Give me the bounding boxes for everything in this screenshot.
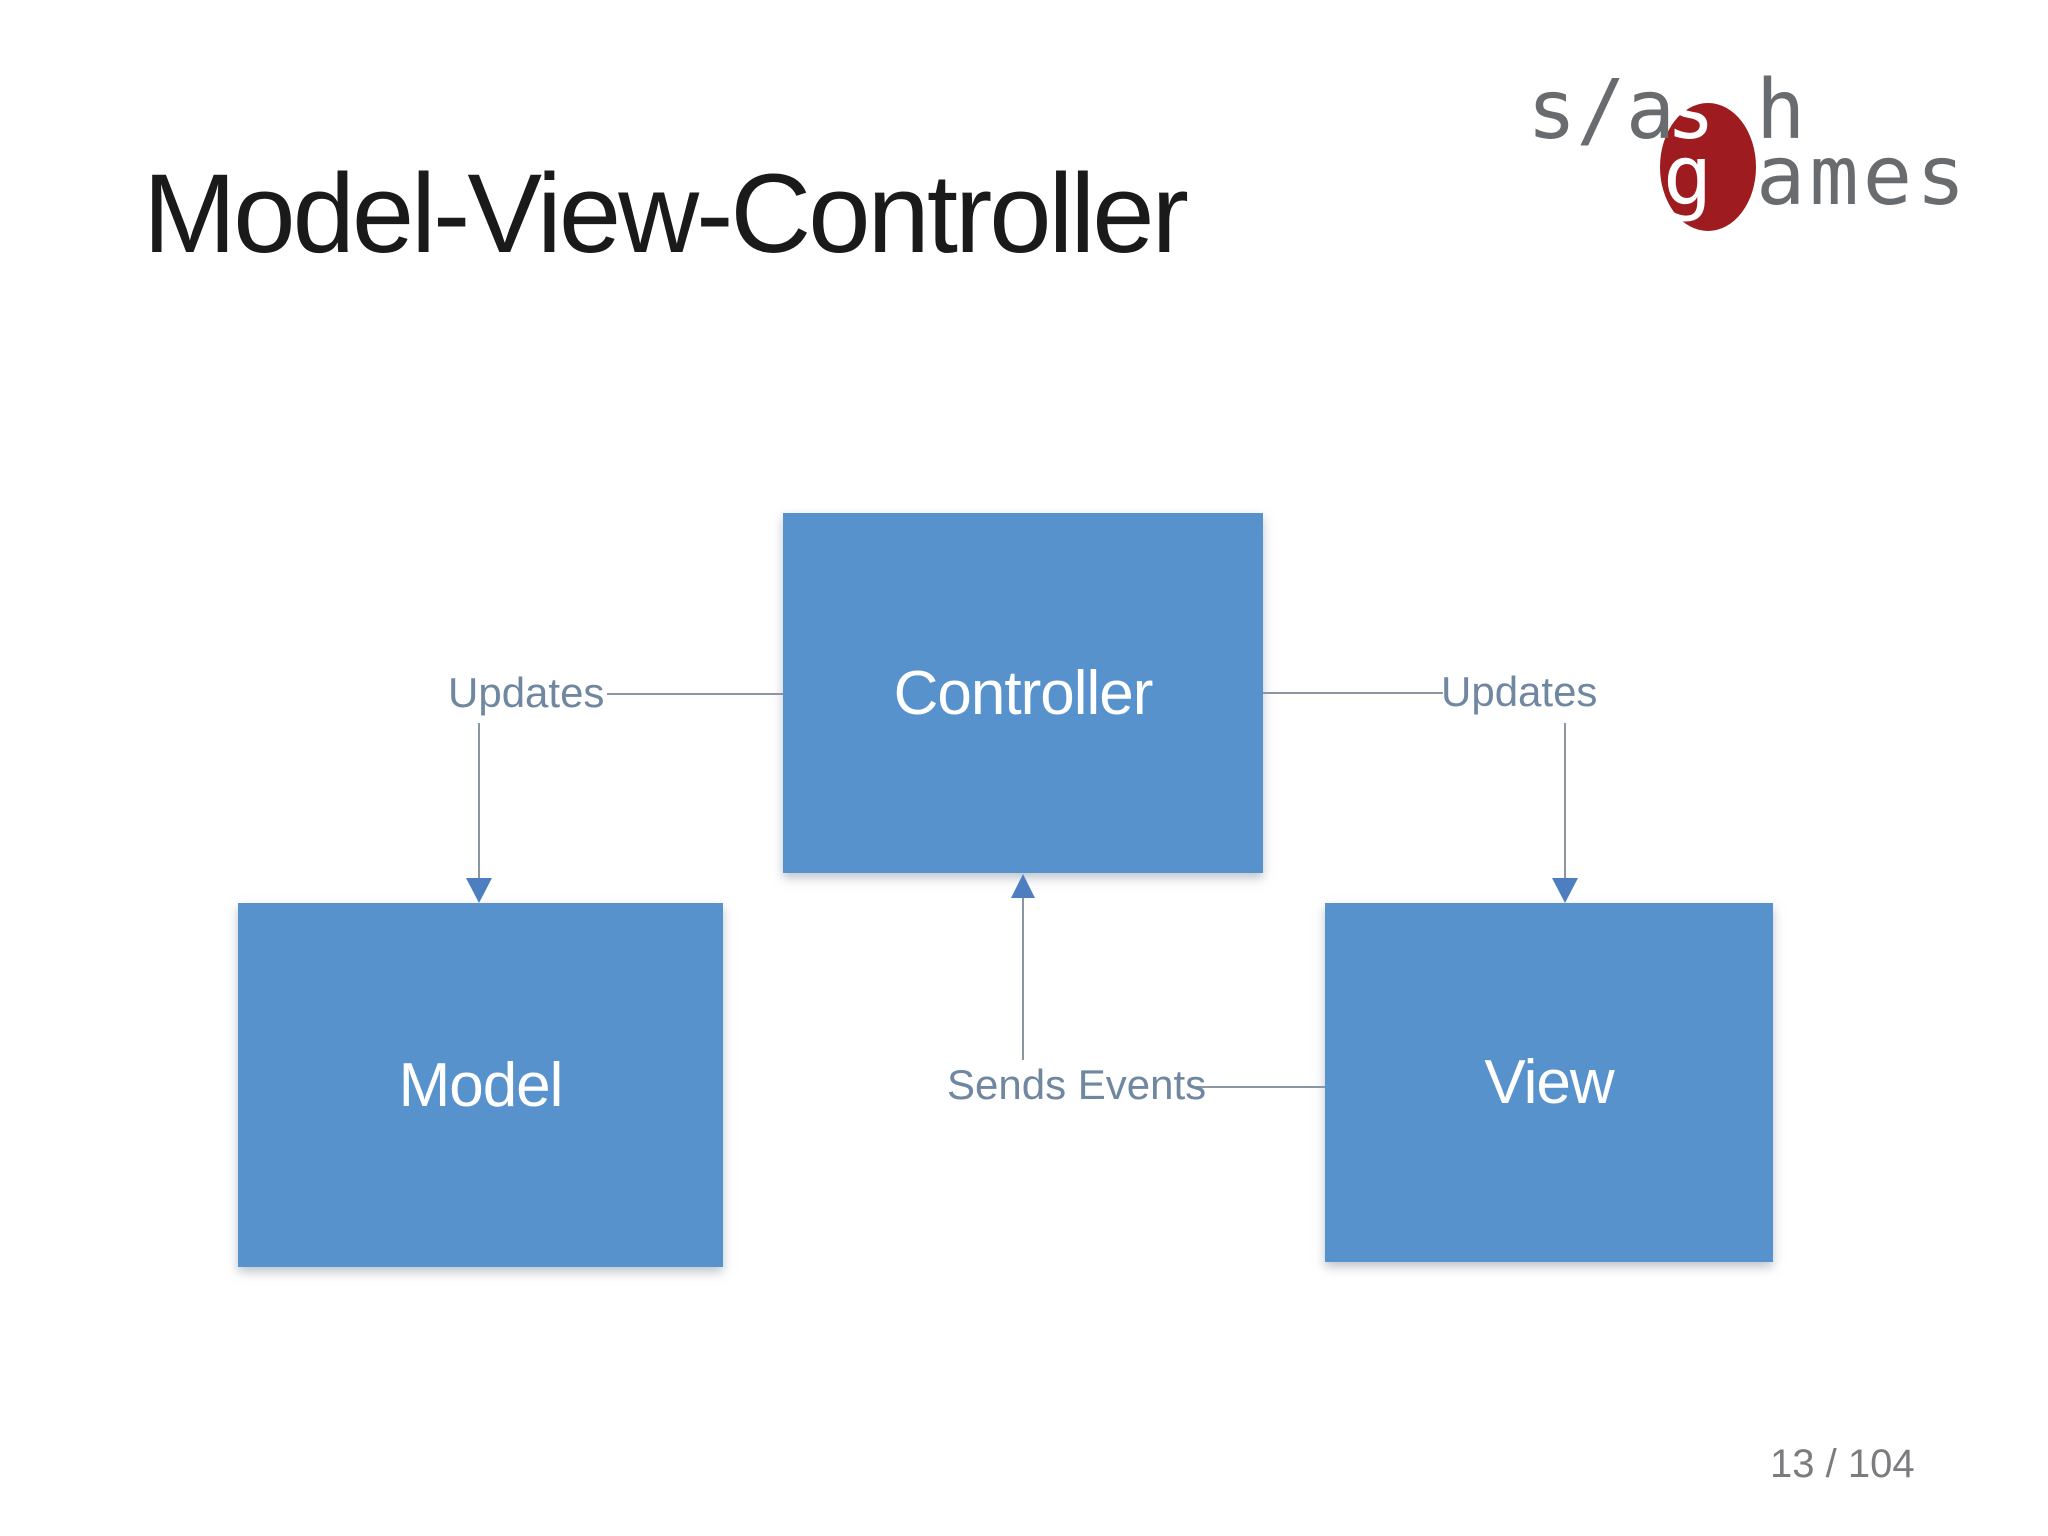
connector-label-updates-right: Updates — [1441, 668, 1598, 715]
arrowhead-down-into-view-icon — [1552, 878, 1578, 903]
diagram-box-view: View — [1325, 903, 1773, 1262]
connector-line-sends-events-to-controller — [1022, 897, 1024, 1060]
connector-line-view-to-sends-events — [1197, 1086, 1325, 1088]
connector-line-controller-to-updates-left — [607, 693, 783, 695]
connector-line-controller-to-updates-right — [1263, 692, 1443, 694]
arrowhead-down-into-model-icon — [466, 878, 492, 903]
logo-accent-ellipse — [1660, 103, 1756, 231]
logo-text-bottom-accent: g — [1663, 129, 1713, 224]
connector-label-updates-left: Updates — [448, 669, 605, 716]
connector-line-updates-left-to-model — [478, 723, 480, 880]
page-title: Model-View-Controller — [143, 151, 1189, 276]
logo-text-bottom-post: ames — [1756, 129, 1970, 224]
connector-line-updates-right-to-view — [1564, 723, 1566, 880]
diagram-box-model-label: Model — [398, 1050, 564, 1120]
logo-text-top-pre: s/a — [1527, 63, 1676, 158]
diagram-box-controller-label: Controller — [893, 658, 1154, 728]
arrowhead-up-into-controller-icon — [1011, 874, 1035, 898]
page-number: 13 / 104 — [1770, 1442, 1915, 1486]
logo-text-top-accent: s — [1666, 63, 1716, 158]
connector-label-sends-events: Sends Events — [947, 1061, 1207, 1108]
diagram-box-model: Model — [238, 903, 723, 1267]
logo-text-top-post: h — [1756, 63, 1806, 158]
diagram-box-controller: Controller — [783, 513, 1263, 873]
diagram-box-view-label: View — [1484, 1048, 1614, 1117]
